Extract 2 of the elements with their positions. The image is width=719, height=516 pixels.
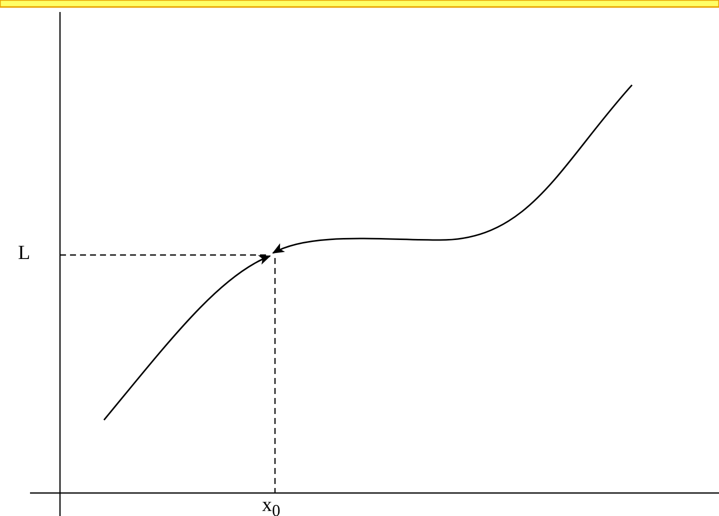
axis-label: x$_{0}$ xyxy=(262,494,280,516)
axis-label: L xyxy=(18,242,30,264)
